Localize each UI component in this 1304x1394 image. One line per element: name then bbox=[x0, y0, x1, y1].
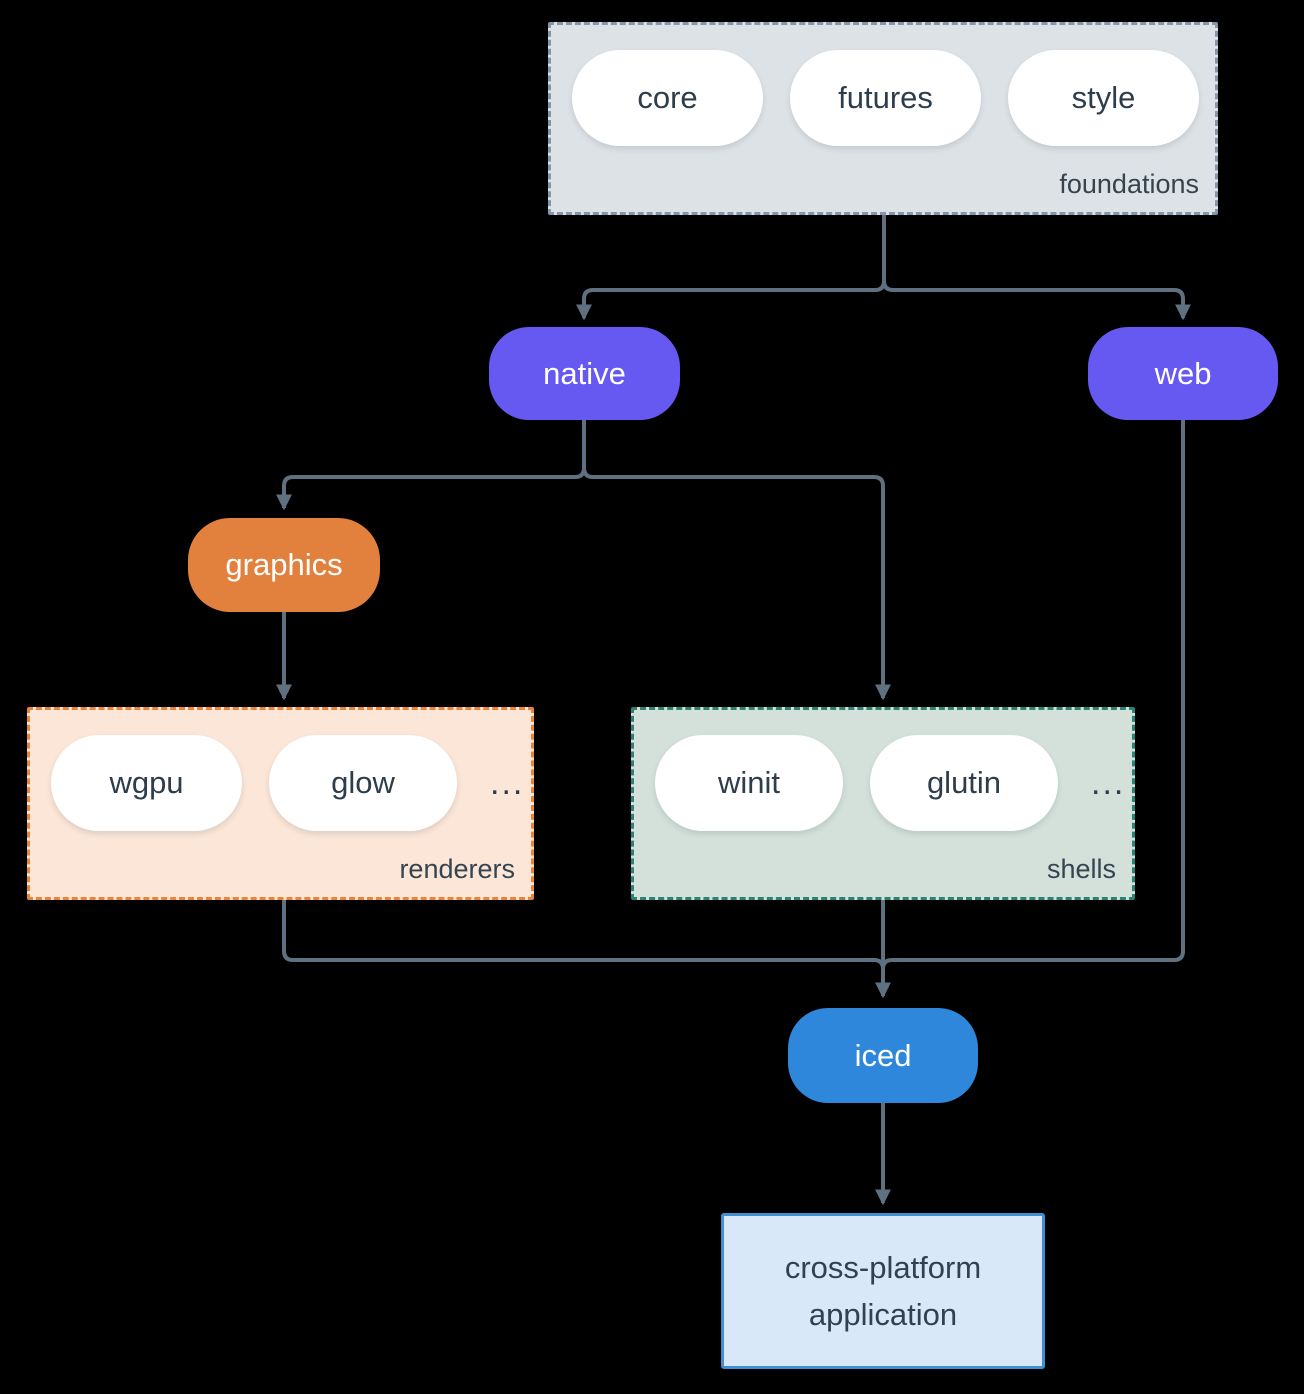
foundations-label: foundations bbox=[1059, 169, 1199, 199]
renderers-label: renderers bbox=[399, 854, 515, 884]
shells-ellipsis: ... bbox=[1091, 763, 1126, 802]
shells-group: winit glutin ... shells bbox=[631, 707, 1135, 900]
winit-pill: winit bbox=[655, 735, 843, 831]
application-node: cross-platform application bbox=[721, 1213, 1045, 1369]
foundations-pills: core futures style bbox=[572, 50, 1199, 146]
core-pill: core bbox=[572, 50, 763, 146]
edge-foundations-web bbox=[882, 215, 1191, 321]
native-node: native bbox=[489, 327, 680, 420]
renderers-pills: wgpu glow ... bbox=[51, 735, 524, 831]
futures-pill: futures bbox=[790, 50, 981, 146]
edge-foundations-native bbox=[576, 215, 886, 321]
web-node: web bbox=[1088, 327, 1278, 420]
foundations-group: core futures style foundations bbox=[548, 22, 1218, 215]
glutin-pill: glutin bbox=[870, 735, 1058, 831]
renderers-ellipsis: ... bbox=[490, 763, 525, 802]
renderers-group: wgpu glow ... renderers bbox=[27, 707, 534, 900]
edge-native-graphics bbox=[276, 420, 586, 511]
edge-renderers-bus bbox=[282, 900, 885, 970]
glow-pill: glow bbox=[269, 735, 457, 831]
shells-label: shells bbox=[1046, 854, 1116, 884]
iced-node: iced bbox=[788, 1008, 978, 1103]
wgpu-pill: wgpu bbox=[51, 735, 242, 831]
edge-native-shells bbox=[582, 420, 891, 701]
style-pill: style bbox=[1008, 50, 1199, 146]
shells-pills: winit glutin ... bbox=[655, 735, 1125, 831]
graphics-node: graphics bbox=[188, 518, 380, 612]
